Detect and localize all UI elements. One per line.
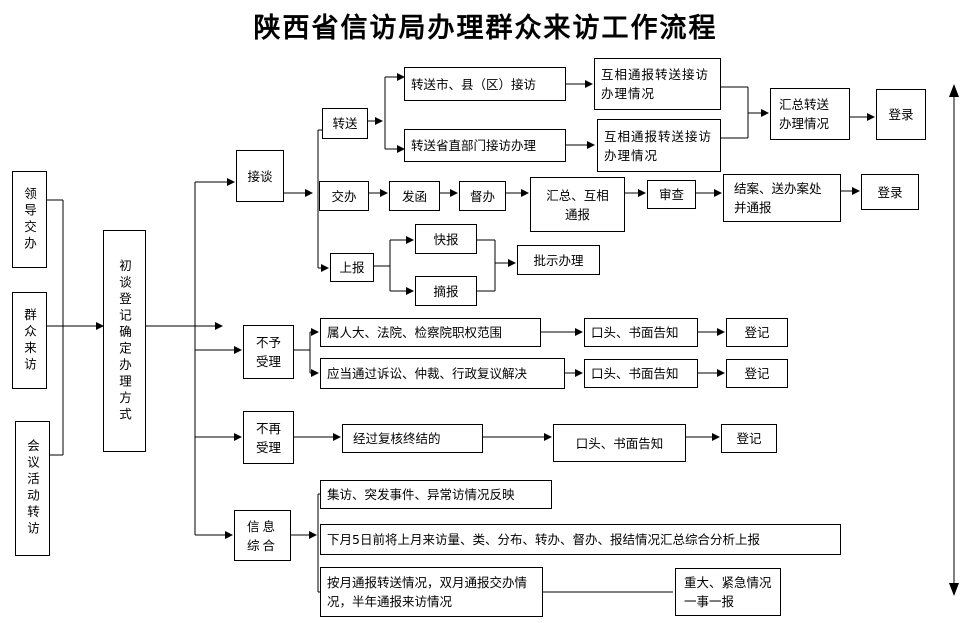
jietan-jiaoban: 交办	[319, 181, 369, 211]
fahan-box: 发函	[389, 181, 440, 211]
category-not-accepted: 不予受理	[243, 325, 294, 379]
jietan-zhuansong: 转送	[322, 108, 368, 139]
review-box: 审查	[647, 180, 696, 209]
notice-box-3: 口头、书面告知	[553, 424, 686, 462]
urgent-report-box: 重大、紧急情况一事一报	[675, 568, 781, 616]
category-jietan: 接谈	[236, 150, 284, 202]
notify-box-2: 互相通报转送接访办理情况	[597, 119, 721, 172]
register-box-1: 登记	[726, 318, 788, 347]
category-info-summary: 信息综合	[234, 510, 291, 561]
zhuansong-dept: 转送省直部门接访办理	[404, 129, 566, 162]
info-item-3: 按月通报转送情况，双月通报交办情况，半年通报来访情况	[320, 567, 543, 617]
zhaibao-box: 摘报	[415, 276, 477, 306]
notice-box-2: 口头、书面告知	[584, 359, 698, 388]
register-box-2: 登记	[726, 359, 788, 388]
pishi-box: 批示办理	[517, 245, 600, 275]
page-title: 陕西省信访局办理群众来访工作流程	[253, 13, 718, 44]
register-box-3: 登记	[721, 424, 777, 453]
kuaibao-box: 快报	[415, 224, 477, 254]
notify-box-1: 互相通报转送接访办理情况	[594, 58, 721, 110]
zhuansong-city: 转送市、县（区）接访	[404, 67, 566, 101]
final-review-box: 经过复核终结的	[342, 424, 483, 453]
summary-transfer-box: 汇总转送办理情况	[770, 88, 850, 140]
source-public-visit: 群众来访	[12, 292, 47, 389]
source-meeting-transfer: 会议活动转访	[15, 421, 50, 556]
not-accepted-reason-2: 应当通过诉讼、仲裁、行政复议解决	[320, 358, 565, 389]
jietan-shangbao: 上报	[330, 253, 374, 282]
info-item-2: 下月5日前将上月来访量、类、分布、转办、督办、报结情况汇总综合分析上报	[320, 524, 841, 555]
close-case-box: 结案、送办案处并通报	[723, 174, 841, 222]
login-box-1: 登录	[876, 89, 926, 140]
info-item-1: 集访、突发事件、异常访情况反映	[320, 480, 552, 509]
not-accepted-reason-1: 属人大、法院、检察院职权范围	[320, 318, 541, 347]
duban-box: 督办	[459, 181, 506, 211]
notice-box-1: 口头、书面告知	[584, 318, 698, 347]
initial-registration-box: 初谈登记确定办理方式	[103, 230, 146, 452]
category-no-longer-accepted: 不再受理	[243, 411, 294, 464]
login-box-2: 登录	[861, 174, 919, 210]
summary-notify-box: 汇总、互相通报	[530, 177, 625, 232]
source-leader-assigned: 领导交办	[12, 171, 47, 268]
